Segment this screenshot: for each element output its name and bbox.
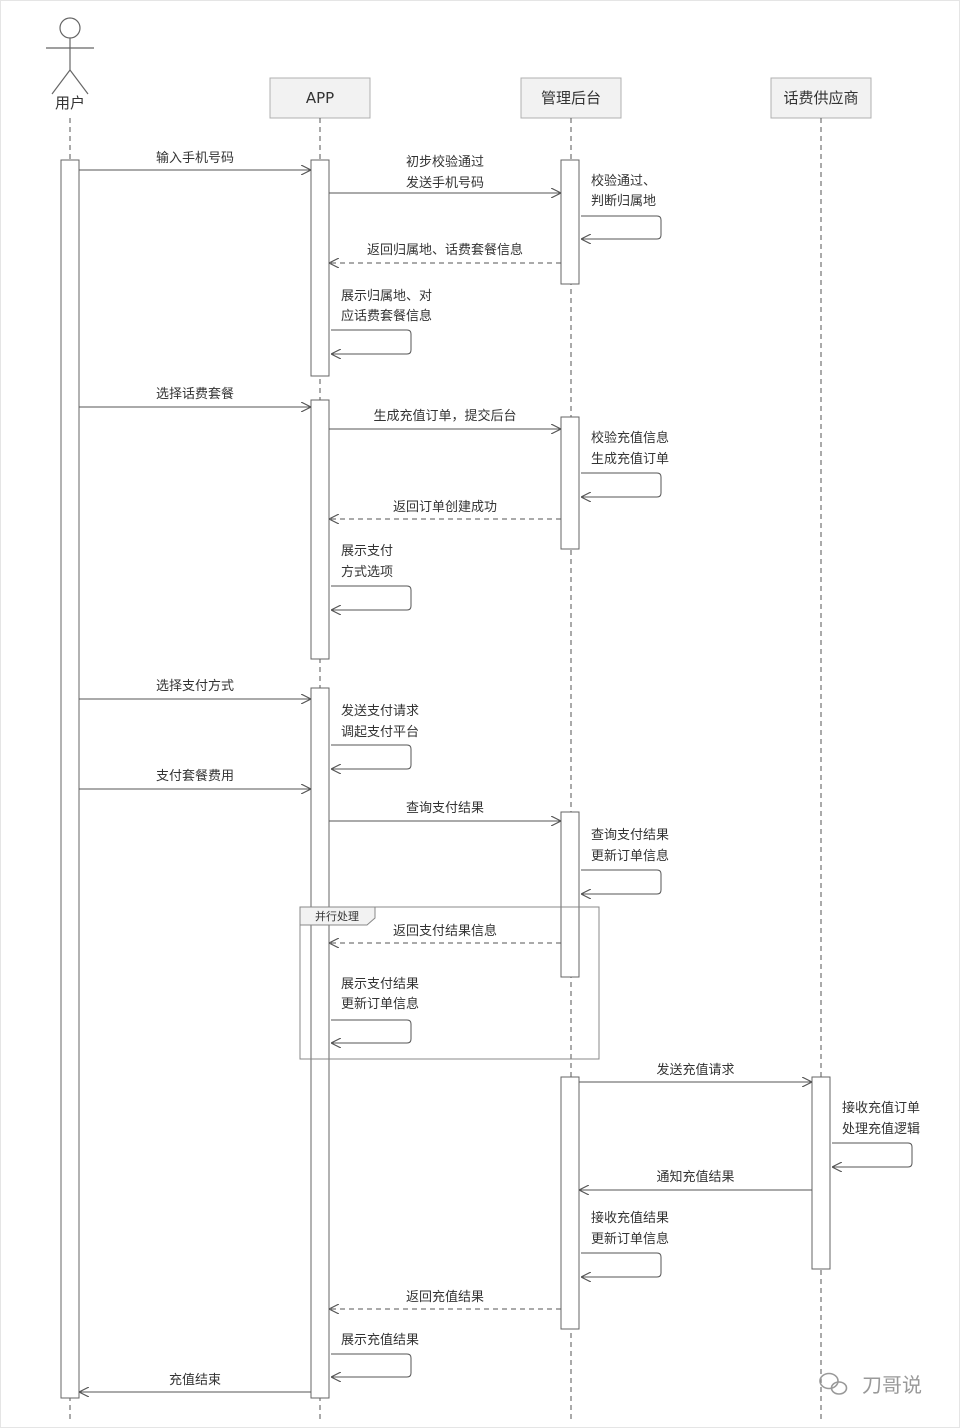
message-label: 校验通过、 [591,173,656,189]
wechat-icon [819,1372,848,1395]
message-label: 输入手机号码 [156,150,234,166]
message-label: 返回订单创建成功 [393,500,497,515]
message-m9: 查询支付结果 [329,801,561,821]
message-label: 接收充值订单 [842,1100,920,1116]
message-label: 展示归属地、对 [341,289,432,304]
activation-app-1 [310,159,330,377]
message-label: 应话费套餐信息 [341,308,432,324]
message-m4: 选择话费套餐 [79,386,311,407]
activation-admin-1 [560,159,580,285]
activation-supplier [811,1076,831,1270]
message-label: 查询支付结果 [591,828,669,843]
message-m10: 返回支付结果信息 [329,923,561,943]
message-label: 选择话费套餐 [156,386,234,402]
message-label: 接收充值结果 [591,1210,669,1226]
message-label: 更新订单信息 [591,848,669,864]
message-label: 展示支付 [341,544,393,559]
participant-admin-label: 管理后台 [541,89,601,107]
message-label: 校验充值信息 [591,430,669,446]
message-label: 方式选项 [341,564,393,580]
activation-admin-2 [560,416,580,550]
message-label: 通知充值结果 [656,1169,734,1185]
message-label: 查询支付结果 [406,801,484,816]
watermark-text: 刀哥说 [862,1373,922,1397]
message-label: 更新订单信息 [341,996,419,1012]
message-m1: 输入手机号码 [79,150,311,170]
message-m3: 返回归属地、话费套餐信息 [329,242,561,263]
message-m13: 返回充值结果 [329,1289,561,1309]
message-m12: 通知充值结果 [579,1169,812,1190]
message-label: 生成充值订单 [591,451,669,467]
message-s1: 校验通过、判断归属地 [581,173,662,239]
message-label: 支付套餐费用 [156,768,234,784]
message-label: 判断归属地 [591,194,656,209]
message-s10: 展示充值结果 [331,1332,419,1377]
message-label: 展示充值结果 [341,1332,419,1348]
participant-app: APP [269,77,371,119]
self-message-arrow [331,1019,412,1043]
self-message-arrow [581,472,662,497]
watermark: 刀哥说 [819,1372,922,1397]
actor-label: 用户 [55,94,85,112]
participant-admin: 管理后台 [520,77,622,119]
self-message-arrow [581,215,662,239]
message-label: 选择支付方式 [156,678,234,694]
message-label: 展示支付结果 [341,977,419,992]
activation-admin-3 [560,811,580,978]
message-m5: 生成充值订单，提交后台 [329,408,561,429]
message-m6: 返回订单创建成功 [329,500,561,519]
messages: 输入手机号码初步校验通过发送手机号码校验通过、判断归属地返回归属地、话费套餐信息… [79,150,920,1392]
self-message-arrow [832,1142,913,1167]
participant-app-label: APP [306,89,334,107]
message-label: 调起支付平台 [341,725,419,740]
actor-head-icon [59,17,81,39]
self-message-arrow [331,744,412,769]
activation-app-3 [310,687,330,1399]
message-m14: 充值结束 [79,1372,311,1392]
fragment-label: 并行处理 [315,909,359,923]
message-label: 发送支付请求 [341,703,419,719]
message-label: 更新订单信息 [591,1231,669,1247]
self-message-arrow [331,585,412,610]
message-m8: 支付套餐费用 [79,768,311,789]
fragment-parallel: 并行处理 [299,906,600,1060]
self-message-arrow [331,1353,412,1377]
message-label: 发送充值请求 [656,1062,734,1078]
self-message-arrow [581,1252,662,1277]
message-label: 返回充值结果 [406,1289,484,1305]
message-label: 充值结束 [169,1372,221,1388]
actor-user [46,17,94,95]
message-label: 处理充值逻辑 [842,1121,920,1137]
self-message-arrow [581,869,662,894]
activation-user [60,159,80,1399]
message-m7: 选择支付方式 [79,678,311,699]
message-label: 返回支付结果信息 [393,923,497,939]
message-m11: 发送充值请求 [579,1062,812,1082]
self-message-arrow [331,329,412,354]
participant-supplier: 话费供应商 [770,77,872,119]
message-label: 初步校验通过 [406,154,484,170]
activation-admin-4 [560,1076,580,1330]
message-label: 发送手机号码 [406,175,484,191]
message-label: 生成充值订单，提交后台 [373,408,516,424]
activation-app-2 [310,399,330,660]
participant-supplier-label: 话费供应商 [783,89,858,107]
message-label: 返回归属地、话费套餐信息 [367,242,523,258]
